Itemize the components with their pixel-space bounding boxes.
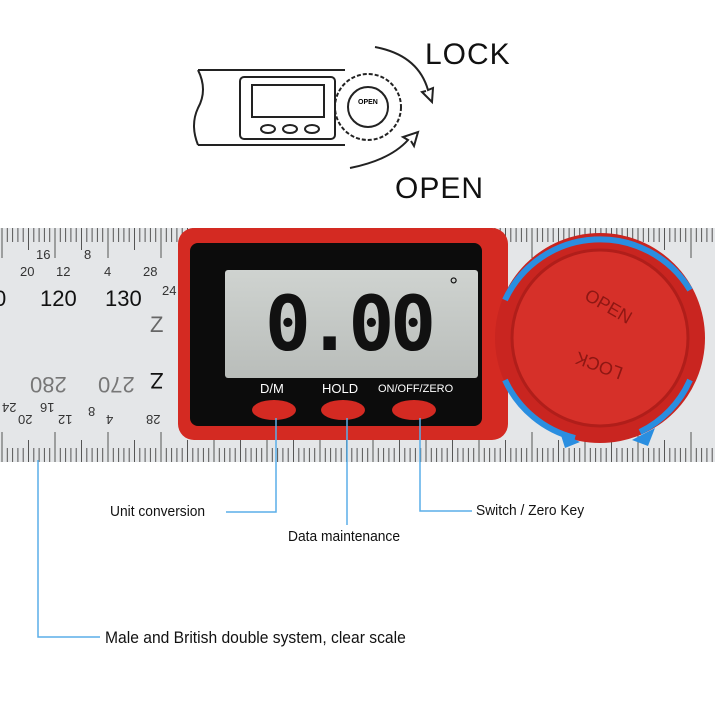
open-label: OPEN (395, 172, 485, 205)
knob-text-open: OPEN (358, 99, 378, 106)
angle-reading: 0.00 (264, 279, 436, 368)
ruler-small-number: 12 (56, 264, 71, 279)
ruler-small-number: 16 (36, 247, 51, 262)
lock-diagram (193, 46, 435, 169)
ruler-mark: Z (150, 312, 164, 337)
ruler-small-number: 4 (106, 412, 114, 427)
ruler-number: 270 (98, 372, 135, 397)
dm-label: D/M (260, 381, 284, 396)
lcd-display: 0.00 ° (225, 270, 478, 378)
ruler-small-number: 20 (20, 264, 35, 279)
ruler-small-number: 20 (18, 412, 33, 427)
callout-scale: Male and British double system, clear sc… (105, 628, 406, 647)
ruler-number: 120 (40, 286, 77, 311)
ruler-small-number: 24 (2, 400, 17, 415)
degree-unit: ° (449, 273, 458, 298)
ruler-small-number: 8 (88, 404, 96, 419)
rotate-arrow-icon (502, 236, 693, 302)
callout-switch-zero: Switch / Zero Key (476, 502, 585, 519)
ruler-number: 280 (30, 372, 67, 397)
dm-button[interactable] (252, 400, 296, 420)
callout-data-maintenance: Data maintenance (288, 528, 401, 545)
on-off-zero-button[interactable] (392, 400, 436, 420)
hold-label: HOLD (322, 381, 359, 396)
callout-unit-conversion: Unit conversion (110, 503, 206, 520)
ruler-number: 130 (105, 286, 142, 311)
ruler-small-number: 12 (58, 412, 73, 427)
ruler-small-number: 28 (146, 412, 161, 427)
ruler-small-number: 16 (40, 400, 55, 415)
ruler-small-number: 4 (104, 264, 112, 279)
ruler-small-number: 8 (84, 247, 92, 262)
on-off-zero-label: ON/OFF/ZERO (378, 383, 454, 395)
ruler-mark: Z (150, 368, 164, 393)
ruler-number: 0 (0, 286, 7, 311)
hold-button[interactable] (321, 400, 365, 420)
ruler-small-number: 28 (143, 264, 158, 279)
callout-lines (37, 418, 472, 638)
ruler-small-number: 24 (162, 283, 177, 298)
lock-label: LOCK (425, 38, 511, 71)
